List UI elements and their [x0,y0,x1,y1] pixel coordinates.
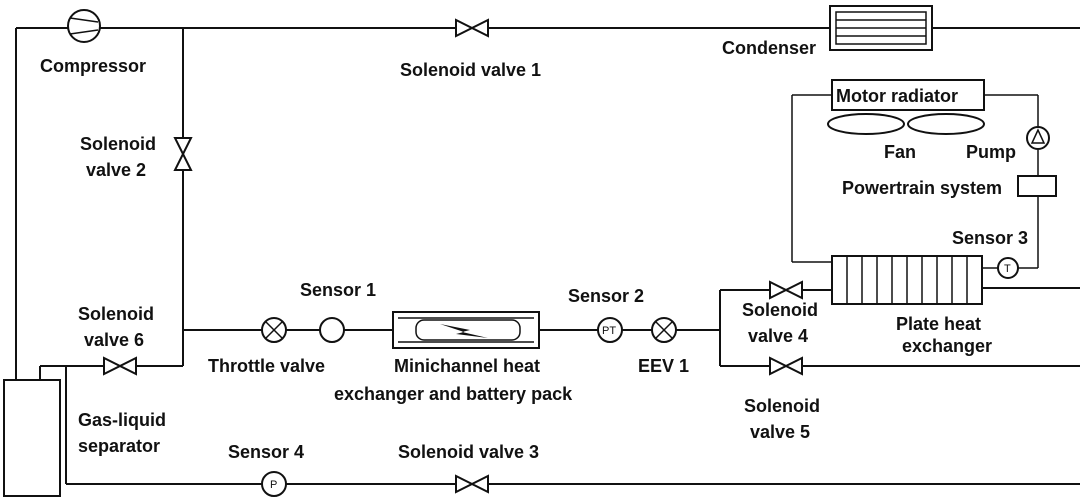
plate-heat-exchanger-label-line2: exchanger [902,336,992,356]
solenoid-valve-2-label-line2: valve 2 [86,160,146,180]
solenoid-valve-4-label-line1: Solenoid [742,300,818,320]
sensor-3-temperature-icon [997,257,1019,279]
solenoid-valve-6-label-line1: Solenoid [78,304,154,324]
solenoid-valve-3-label: Solenoid valve 3 [398,442,539,462]
solenoid-valve-6-icon [103,356,137,376]
sensor-4-pressure-icon [261,471,287,497]
sensor-4-label: Sensor 4 [228,442,304,462]
powertrain-system-box [1017,175,1057,197]
throttle-valve-icon [261,317,287,343]
compressor-icon [67,9,101,43]
sensor-1-icon [319,317,345,343]
gas-liquid-separator-icon [3,379,61,497]
fan-label: Fan [884,142,916,162]
solenoid-valve-5-icon [769,356,803,376]
solenoid-valve-2-label-line1: Solenoid [80,134,156,154]
solenoid-valve-5-label-line1: Solenoid [744,396,820,416]
solenoid-valve-1-icon [455,18,489,38]
plate-heat-exchanger-icon [831,255,983,305]
solenoid-valve-3-icon [455,474,489,494]
sensor-4-symbol: P [270,479,277,491]
solenoid-valve-1-label: Solenoid valve 1 [400,60,541,80]
throttle-valve-label: Throttle valve [208,356,325,376]
solenoid-valve-4-icon [769,280,803,300]
eev-1-icon [651,317,677,343]
sensor-2-symbol: PT [602,325,616,337]
solenoid-valve-6-label-line2: valve 6 [84,330,144,350]
minichannel-label-line2: exchanger and battery pack [334,384,573,404]
solenoid-valve-4-label-line2: valve 4 [748,326,808,346]
sensor-3-label: Sensor 3 [952,228,1028,248]
sensor-2-pt-icon [597,317,623,343]
minichannel-battery-icon [392,311,540,349]
condenser-icon [829,5,933,51]
plate-heat-exchanger-label-line1: Plate heat [896,314,981,334]
sensor-3-symbol: T [1004,263,1011,275]
gas-liquid-separator-label-line2: separator [78,436,160,456]
solenoid-valve-2-icon [173,137,193,171]
powertrain-system-label: Powertrain system [842,178,1002,198]
minichannel-label-line1: Minichannel heat [394,356,540,376]
solenoid-valve-5-label-line2: valve 5 [750,422,810,442]
motor-radiator-label: Motor radiator [836,86,958,106]
condenser-label: Condenser [722,38,816,58]
eev-1-label: EEV 1 [638,356,689,376]
fan-icon [827,113,985,135]
pump-label: Pump [966,142,1016,162]
coolant-loop [791,94,1039,269]
sensor-2-label: Sensor 2 [568,286,644,306]
gas-liquid-separator-label-line1: Gas-liquid [78,410,166,430]
compressor-label: Compressor [40,56,146,76]
sensor-1-label: Sensor 1 [300,280,376,300]
pump-icon [1026,126,1050,150]
motor-radiator-box [831,79,985,111]
